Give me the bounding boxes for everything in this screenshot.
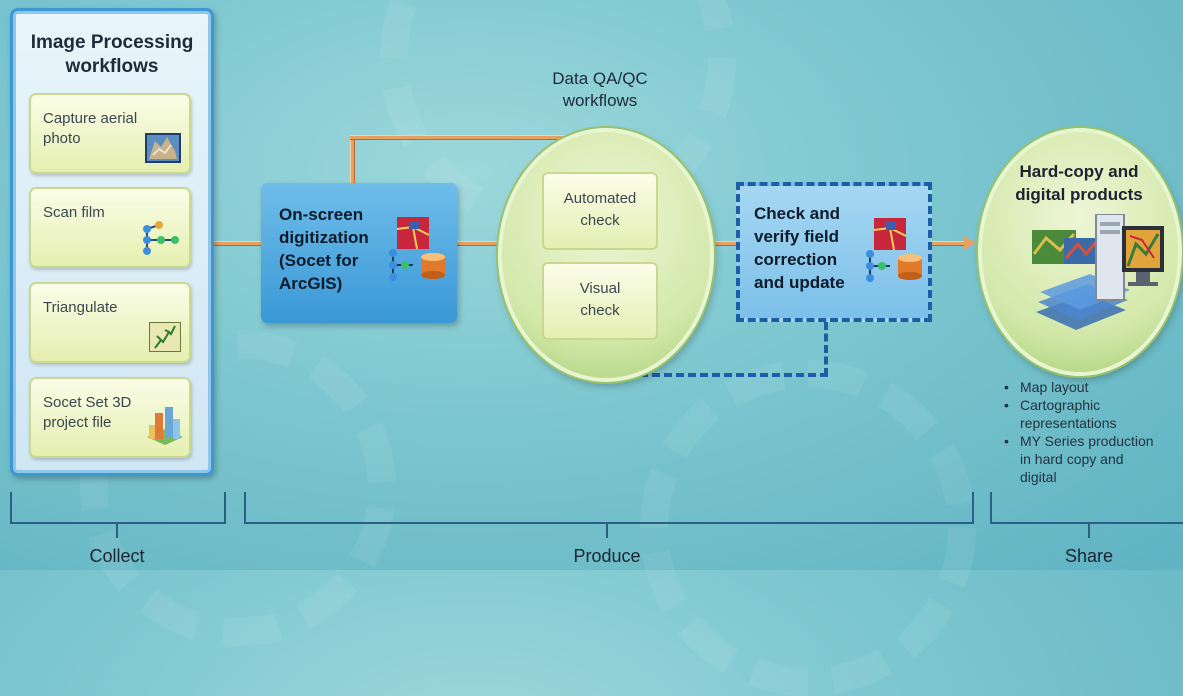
digitization-line: ArcGIS) xyxy=(279,274,343,293)
verify-line: Check and xyxy=(754,204,840,223)
card-socet-set-3d-project-file[interactable]: Socet Set 3D project file xyxy=(29,377,191,458)
collect-title-line1: Image Processing xyxy=(30,32,194,53)
connector-verify-to-products xyxy=(930,241,966,246)
collect-bracket xyxy=(10,492,226,524)
verify-box[interactable]: Check and verify field correction and up… xyxy=(736,182,932,322)
bullet-line: in hard copy and xyxy=(1020,451,1124,467)
bullet-item: MY Series production in hard copy and di… xyxy=(998,432,1183,486)
automated-check-card[interactable]: Automated check xyxy=(542,172,658,250)
digitization-line: On-screen xyxy=(279,205,364,224)
card-triangulate[interactable]: Triangulate xyxy=(29,282,191,363)
phase-share: Share xyxy=(1064,546,1114,566)
gis-data-icon xyxy=(866,218,922,282)
connector-collect-to-digitize xyxy=(208,241,264,246)
card-label: Scan film xyxy=(43,203,105,223)
verify-line: correction xyxy=(754,250,838,269)
computer-maps-icon xyxy=(1032,214,1164,330)
gis-data-icon xyxy=(389,217,445,281)
card-label-line1: Socet Set 3D xyxy=(43,394,132,411)
collect-title-line2: workflows xyxy=(65,56,159,77)
digitization-line: (Socet for xyxy=(279,251,359,270)
connector-loop-top xyxy=(350,135,606,140)
products-title-line1: Hard-copy and xyxy=(1019,162,1139,181)
card-capture-aerial-photo[interactable]: Capture aerial photo xyxy=(29,93,191,174)
digitization-box[interactable]: On-screen digitization (Socet for ArcGIS… xyxy=(261,183,457,323)
visual-check-card[interactable]: Visual check xyxy=(542,262,658,340)
phase-produce: Produce xyxy=(573,546,641,566)
qa-title-line2: workflows xyxy=(562,91,638,110)
qa-circle xyxy=(498,128,714,382)
card-label-line2: project file xyxy=(43,414,112,431)
bullet-line: Map layout xyxy=(1020,379,1089,395)
card-label-line2: photo xyxy=(43,130,81,147)
visual-check-line1: Visual xyxy=(579,280,621,297)
share-bracket-tick xyxy=(1088,524,1090,538)
card-scan-film[interactable]: Scan film xyxy=(29,187,191,268)
bullet-line: representations xyxy=(1020,415,1117,431)
card-label: Triangulate xyxy=(43,298,118,318)
collect-panel: Image Processing workflows Capture aeria… xyxy=(10,8,214,476)
collect-bracket-tick xyxy=(116,524,118,538)
card-label-line1: Scan film xyxy=(43,204,105,221)
dashed-loop-down xyxy=(824,322,828,376)
produce-bracket-tick xyxy=(606,524,608,538)
connector-qa-to-verify xyxy=(712,241,738,246)
visual-check-line2: check xyxy=(580,302,620,319)
dashed-loop-bottom xyxy=(604,373,828,377)
bullet-line: MY Series production xyxy=(1020,433,1154,449)
digitization-line: digitization xyxy=(279,228,369,247)
share-bracket xyxy=(990,492,1183,524)
background-gear xyxy=(640,360,976,696)
collect-panel-title: Image Processing workflows xyxy=(13,31,211,79)
produce-bracket xyxy=(244,492,974,524)
verify-label: Check and verify field correction and up… xyxy=(754,202,845,294)
connector-loop-up xyxy=(350,137,355,185)
connector-digitize-to-qa xyxy=(456,241,502,246)
3d-buildings-icon xyxy=(147,407,183,445)
verify-line: verify field xyxy=(754,227,840,246)
triangulation-map-icon xyxy=(149,322,181,352)
card-label: Socet Set 3D project file xyxy=(43,393,131,433)
bullet-line: Cartographic xyxy=(1020,397,1101,413)
automated-check-line2: check xyxy=(580,212,620,229)
automated-check-line1: Automated xyxy=(563,190,637,207)
qa-title-line1: Data QA/QC xyxy=(552,69,648,88)
digitization-label: On-screen digitization (Socet for ArcGIS… xyxy=(279,203,369,295)
arrowhead-right xyxy=(964,236,976,250)
products-title-line2: digital products xyxy=(1015,185,1143,204)
aerial-photo-icon xyxy=(145,133,181,163)
products-title: Hard-copy and digital products xyxy=(990,160,1168,206)
phase-collect: Collect xyxy=(89,546,145,566)
bullet-line: digital xyxy=(1020,469,1057,485)
card-label-line1: Capture aerial xyxy=(43,110,138,127)
qa-title: Data QA/QC workflows xyxy=(520,68,680,112)
card-label-line1: Triangulate xyxy=(43,299,118,316)
card-label: Capture aerial photo xyxy=(43,109,137,149)
bullet-item: Map layout xyxy=(998,378,1183,396)
verify-line: and update xyxy=(754,273,845,292)
node-network-icon xyxy=(143,221,179,255)
products-bullets: Map layout Cartographic representations … xyxy=(998,378,1183,486)
bullet-item: Cartographic representations xyxy=(998,396,1183,432)
